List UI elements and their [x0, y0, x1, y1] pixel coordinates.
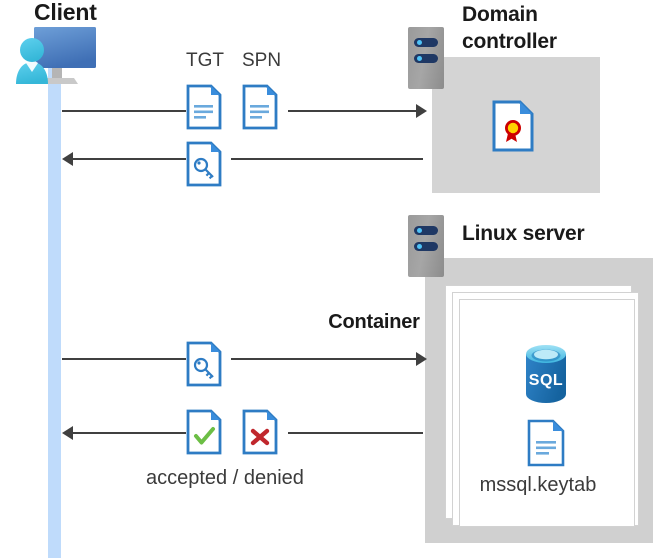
svg-text:SQL: SQL	[529, 372, 563, 389]
flow-2-arrowhead	[62, 152, 73, 166]
flow-4-line-left	[73, 432, 186, 434]
dc-title-line2: controller	[462, 30, 557, 53]
server-rack-icon	[408, 215, 444, 277]
flow-1-line-left	[62, 110, 186, 112]
flow-4-line-right	[288, 432, 423, 434]
certificate-document-icon	[492, 100, 534, 152]
x-mark-document-icon	[242, 409, 278, 455]
flow-2-line-right	[231, 158, 423, 160]
spn-label: SPN	[242, 50, 282, 71]
page-title-linux-server: Linux server	[462, 222, 585, 245]
text-document-icon	[242, 84, 278, 130]
user-monitor-icon	[8, 22, 104, 94]
flow-1-line-right	[288, 110, 416, 112]
container-title-text: Container	[328, 311, 420, 333]
flow-3-line-left	[62, 358, 186, 360]
page-title-client: Client	[34, 0, 97, 25]
page-title-domain-controller: Domain controller	[462, 1, 632, 55]
sql-database-icon: SQL	[520, 345, 572, 403]
flow-4-arrowhead	[62, 426, 73, 440]
server-rack-icon	[408, 27, 444, 89]
tgt-label: TGT	[186, 50, 224, 71]
page-title-container: Container	[0, 311, 660, 334]
key-document-icon	[186, 341, 222, 387]
flow-3-arrowhead	[416, 352, 427, 366]
flow-2-line-left	[73, 158, 186, 160]
flow-1-arrowhead	[416, 104, 427, 118]
client-lifeline	[48, 60, 61, 558]
text-document-icon	[186, 84, 222, 130]
checkmark-document-icon	[186, 409, 222, 455]
dc-title-line1: Domain	[462, 3, 538, 26]
key-document-icon	[186, 141, 222, 187]
container-card-front	[459, 299, 635, 527]
text-document-icon	[527, 419, 565, 467]
keytab-filename-label: mssql.keytab	[479, 474, 597, 496]
flow-3-line-right	[231, 358, 416, 360]
accepted-denied-label: accepted / denied	[146, 467, 304, 489]
